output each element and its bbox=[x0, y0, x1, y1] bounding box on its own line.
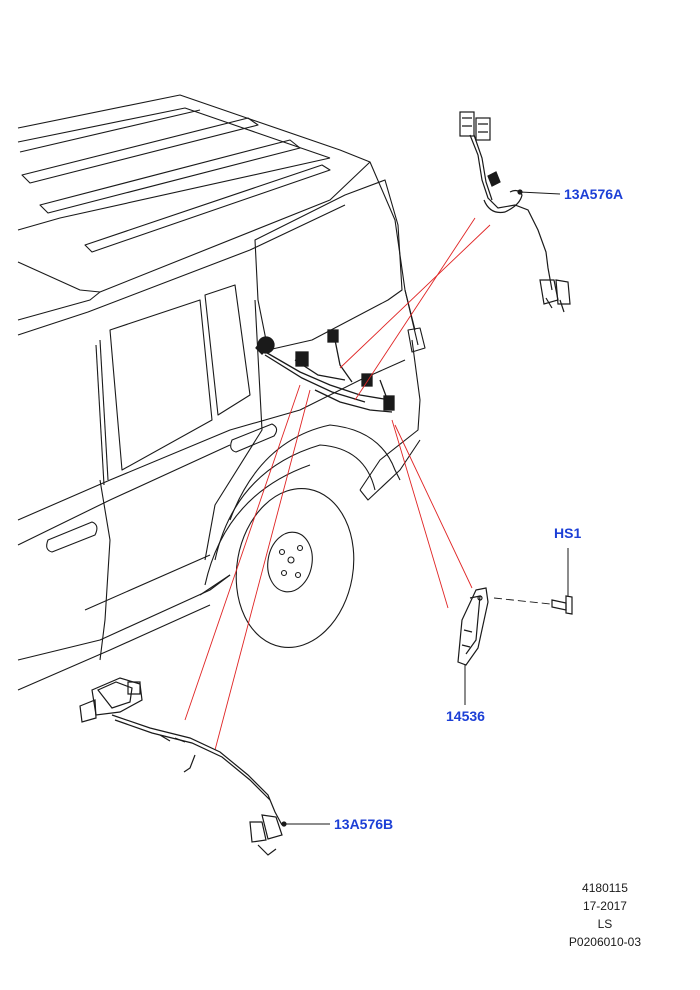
date-code: 17-2017 bbox=[582, 899, 627, 913]
installed-harness bbox=[255, 329, 395, 413]
illustration-number: 4180115 bbox=[582, 881, 628, 895]
part-group-code: P0206010-03 bbox=[568, 935, 641, 949]
vehicle-body bbox=[17, 94, 426, 691]
bracket-14536 bbox=[457, 587, 551, 705]
reference-block: 4180115 17-2017 LS P0206010-03 bbox=[569, 879, 641, 951]
callout-14536: 14536 bbox=[446, 708, 485, 724]
callout-13a576b: 13A576B bbox=[334, 816, 393, 832]
callout-hs1: HS1 bbox=[554, 525, 581, 541]
model-code: LS bbox=[597, 917, 613, 931]
leader-lines bbox=[184, 217, 491, 751]
screw-hs1 bbox=[551, 548, 573, 615]
callout-13a576a: 13A576A bbox=[564, 186, 623, 202]
harness-13a576b bbox=[79, 677, 330, 856]
harness-13a576a bbox=[459, 111, 571, 313]
